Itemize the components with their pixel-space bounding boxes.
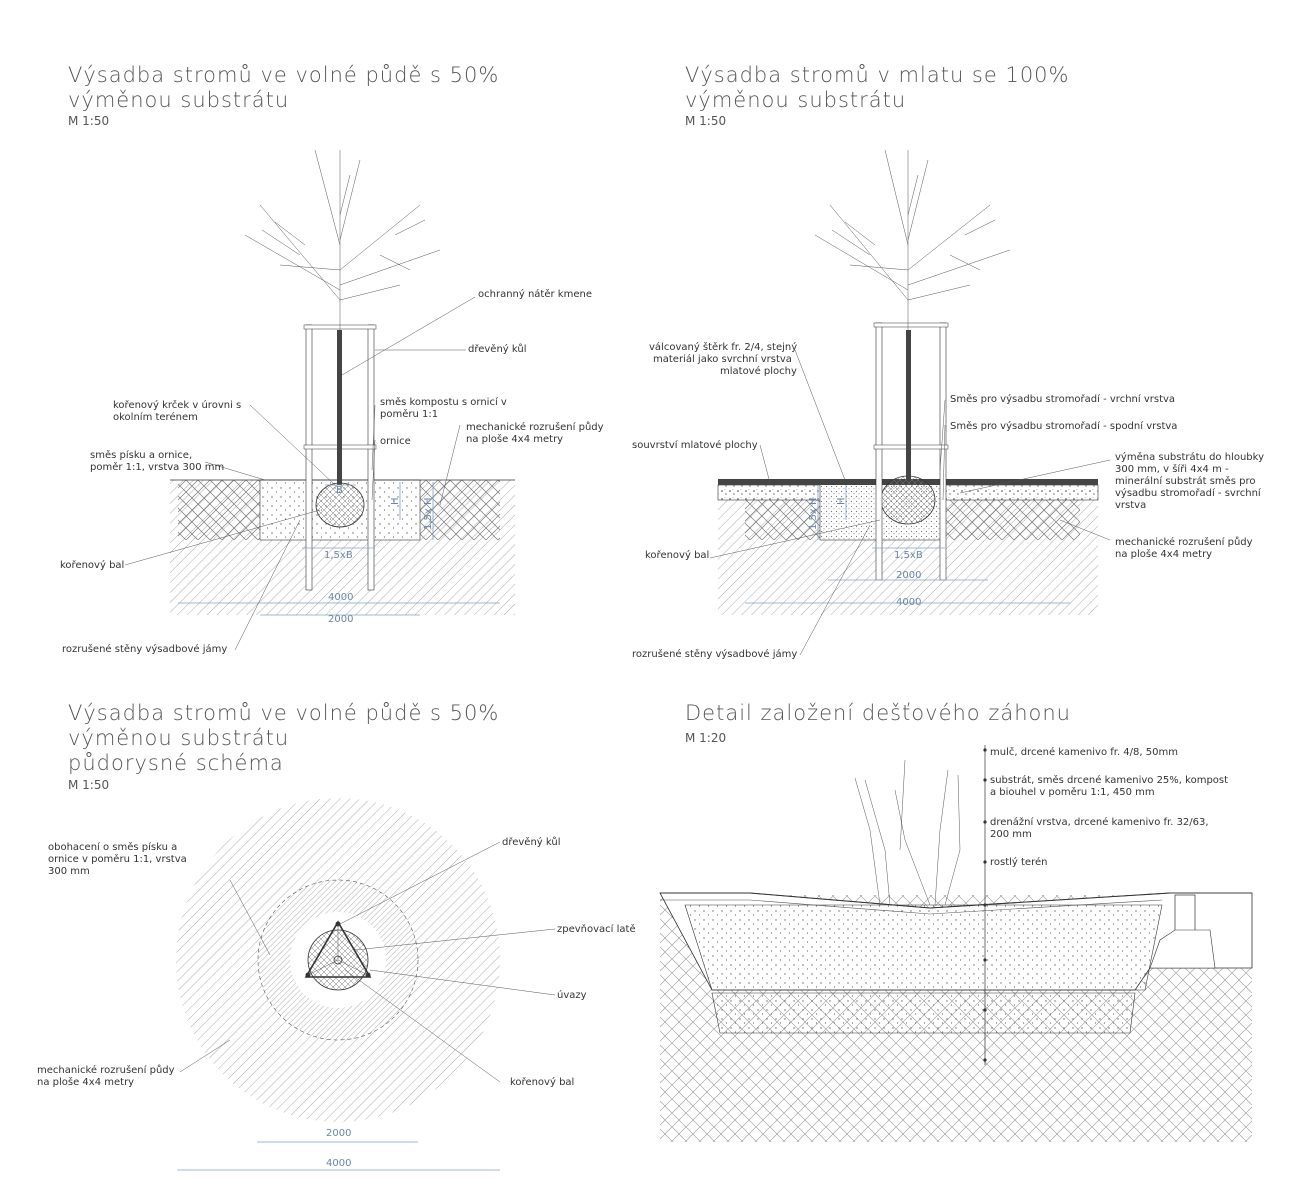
label-sand-mix-1: směs písku a ornice, [90, 449, 192, 461]
panel-4-title: Detail založení dešťového záhonu [685, 701, 1071, 725]
label2-gravel-3: mlatové plochy [720, 365, 797, 377]
label2-exchange-4: výsadbu stromořadí - svrchní [1115, 487, 1262, 499]
panel-2-title-line2: výměnou substrátu [685, 88, 906, 112]
dim-1-5b: 1,5xB [324, 550, 353, 561]
label2-exchange-3: minerální substrát směs pro [1115, 475, 1256, 487]
panel-4-detail: Detail založení dešťového záhonu M 1:20 [659, 701, 1253, 1142]
panel-1-leaders [124, 296, 476, 651]
panel-3-title-line2: výměnou substrátu [68, 726, 289, 750]
panel-2-title-line1: Výsadba stromů v mlatu se 100% [685, 63, 1070, 87]
surface-line [660, 892, 1171, 909]
panel-3-title-line1: Výsadba stromů ve volné půdě s 50% [68, 701, 499, 725]
label3-enrich-3: 300 mm [48, 866, 90, 877]
label2-mlat-layers: souvrství mlatové plochy [632, 439, 758, 451]
dim-1-5h: 1,5x H [423, 497, 434, 530]
drainage-layer [711, 992, 1136, 1034]
stake-left [305, 324, 313, 591]
label-compost-mix-2: poměru 1:1 [380, 408, 438, 420]
plan-laths-triangle [304, 920, 372, 978]
label4-drain-2: 200 mm [990, 829, 1032, 840]
plan-ties [307, 924, 369, 976]
dim2-2000: 2000 [896, 570, 921, 581]
dim-4000: 4000 [328, 592, 353, 603]
label3-root-ball: kořenový bal [510, 1076, 574, 1088]
dim2-4000: 4000 [896, 597, 921, 608]
label-root-collar-1: kořenový krček v úrovni s [113, 399, 241, 411]
label2-mech-1: mechanické rozrušení půdy [1115, 536, 1253, 548]
panel-2-dimensions: 4000 2000 1,5xB H 1,5x H [745, 485, 1070, 608]
label2-mix-bottom: Směs pro výsadbu stromořadí - spodní vrs… [950, 420, 1177, 432]
label3-enrich-1: obohacení o směs písku a [48, 841, 177, 853]
panel-3-plan: Výsadba stromů ve volné půdě s 50% výměn… [37, 701, 636, 1171]
label2-mix-top: Směs pro výsadbu stromořadí - vrchní vrs… [950, 393, 1175, 405]
label2-root-ball: kořenový bal [645, 549, 709, 561]
label-stake: dřevěný kůl [468, 343, 527, 355]
dim-2000: 2000 [328, 614, 353, 625]
label2-gravel-2: materiál jako svrchní vrstva [653, 353, 792, 365]
curb-base [1149, 929, 1216, 969]
panel-1-dimensions: 4000 2000 1,5xB B H 1,5x H [178, 482, 500, 625]
trunk-2 [906, 330, 911, 480]
panel-1-title-line1: Výsadba stromů ve volné půdě s 50% [68, 63, 499, 87]
label2-gravel-1: válcovaný štěrk fr. 2/4, stejný [649, 341, 797, 353]
label4-native: rostlý terén [990, 856, 1047, 868]
trunk [337, 330, 342, 485]
label3-laths: zpevňovací latě [557, 923, 636, 935]
label-topsoil: ornice [380, 436, 411, 447]
label2-exchange-5: vrstva [1115, 500, 1146, 511]
panel-4-scale: M 1:20 [685, 731, 726, 745]
label-root-ball: kořenový bal [60, 559, 124, 571]
plan-dim-4000: 4000 [326, 1158, 351, 1169]
tree-crown-2 [814, 149, 1011, 330]
label3-mech-1: mechanické rozrušení půdy [37, 1064, 175, 1076]
label-pit-walls: rozrušené stěny výsadbové jámy [62, 643, 227, 655]
stake-right-2 [939, 322, 947, 581]
dim-h: H [390, 497, 401, 505]
lath-top-2 [873, 322, 949, 328]
label2-mech-2: na ploše 4x4 metry [1115, 548, 1212, 560]
dim2-1-5h: 1,5x H [808, 497, 819, 530]
label-sand-mix-2: poměr 1:1, vrstva 300 mm [90, 461, 224, 473]
label-mech-loosening-2: na ploše 4x4 metry [466, 433, 563, 445]
label-trunk-coating: ochranný nátěr kmene [478, 288, 592, 300]
panel-3-scale: M 1:50 [68, 778, 109, 792]
callout-dots [983, 748, 987, 1062]
label2-exchange-2: 300 mm, v šíři 4x4 m - [1115, 463, 1229, 475]
panel-1-section: Výsadba stromů ve volné půdě s 50% výměn… [60, 63, 604, 655]
panel-3-leaders [179, 841, 556, 1083]
plant-outline [854, 759, 961, 906]
label4-mulch: mulč, drcené kamenivo fr. 4/8, 50mm [990, 746, 1178, 758]
panel-2-leaders [709, 349, 1111, 656]
label-compost-mix-1: směs kompostu s ornicí v [380, 396, 507, 408]
label3-enrich-2: ornice v poměru 1:1, vrstva [48, 853, 187, 865]
label3-ties: úvazy [557, 989, 587, 1001]
panel-3-title-line3: půdorysné schéma [68, 751, 284, 775]
label4-substrate-2: a biouhel v poměru 1:1, 450 mm [990, 786, 1155, 798]
panel-1-scale: M 1:50 [68, 114, 109, 128]
root-ball-2 [880, 475, 936, 525]
panel-2-section: Výsadba stromů v mlatu se 100% výměnou s… [632, 63, 1264, 660]
label3-stake: dřevěný kůl [502, 836, 561, 848]
stake-right [367, 324, 375, 591]
label2-exchange-1: výměna substrátu do hloubky [1115, 451, 1264, 463]
tree-crown [244, 149, 441, 330]
label-root-collar-2: okolním terénem [113, 411, 198, 423]
substrate-layer [684, 904, 1163, 991]
label-mech-loosening-1: mechanické rozrušení půdy [466, 421, 604, 433]
label3-mech-2: na ploše 4x4 metry [37, 1076, 134, 1088]
mulch-line [660, 899, 1163, 915]
dim-b: B [336, 485, 343, 496]
dim2-h: H [836, 497, 847, 505]
label4-drain-1: drenážní vrstva, drcené kamenivo fr. 32/… [990, 816, 1209, 828]
panel-1-title-line2: výměnou substrátu [68, 88, 289, 112]
label2-pit-walls: rozrušené stěny výsadbové jámy [632, 648, 797, 660]
label4-substrate-1: substrát, směs drcené kamenivo 25%, komp… [990, 774, 1228, 786]
plan-dim-2000: 2000 [326, 1128, 351, 1139]
stake-left-2 [875, 322, 883, 581]
panel-2-scale: M 1:50 [685, 114, 726, 128]
dim2-1-5b: 1,5xB [894, 550, 923, 561]
